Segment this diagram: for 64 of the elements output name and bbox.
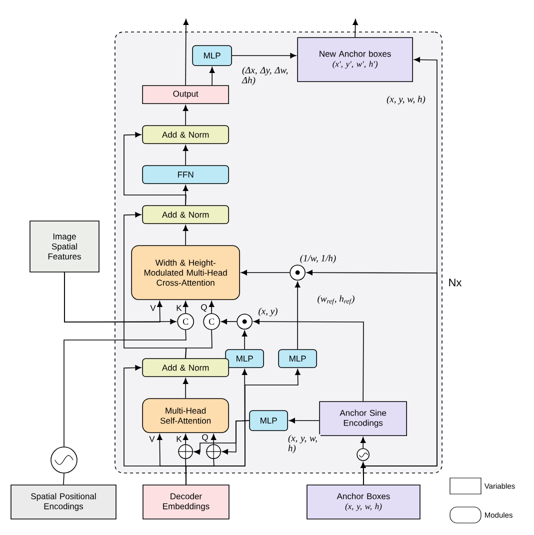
arrow: [182, 105, 188, 126]
edge-label: V: [148, 436, 156, 442]
connector-line: [185, 330, 212, 359]
module-box: MLP: [192, 45, 232, 66]
edge-label: (Δx, Δy, Δw, Δh): [242, 66, 294, 86]
arrow: [182, 185, 188, 206]
sum-circle: [206, 444, 222, 460]
variable-box: Spatial Positional Encodings: [10, 484, 116, 520]
module-box: Width & Height-Modulated Multi-Head Cross-Attention: [131, 245, 240, 300]
variable-box: New Anchor boxes (x′, y′, w′, h′): [297, 37, 413, 82]
variable-box: Anchor Sine Encodings: [319, 401, 407, 436]
arrow: [294, 282, 300, 350]
arrow: [182, 301, 188, 314]
edge-label: (x, y, w, h): [386, 95, 426, 105]
variable-box: Anchor Boxes (x, y, w, h): [306, 484, 420, 520]
arrow: [182, 145, 188, 166]
arrow: [182, 225, 188, 246]
edge-label: (1/w, 1/h): [299, 254, 337, 264]
arrow: [360, 437, 366, 449]
arrow: [242, 330, 248, 350]
variable-box: Image Spatial Features: [30, 220, 100, 272]
variable-box: Decoder Embeddings: [142, 484, 230, 520]
edge-label: Q: [201, 434, 209, 442]
arrow: [64, 272, 176, 324]
edge-label: Q: [200, 304, 208, 312]
arrow: [352, 19, 358, 38]
product-circle: [290, 264, 306, 280]
module-box: FFN: [142, 165, 229, 184]
arrow: [182, 434, 188, 445]
variable-box: Output: [142, 85, 229, 104]
sum-circle: [178, 444, 194, 460]
arrow: [183, 19, 189, 86]
arrow: [289, 418, 320, 424]
arrow: [232, 52, 296, 58]
edge-label: (x, y, w, h): [288, 434, 320, 454]
connector-line: [64, 330, 186, 447]
edge-label: K: [176, 436, 182, 442]
sine-circle: [356, 448, 370, 461]
module-box: Add & Norm: [142, 125, 229, 144]
module-box: MLP: [249, 410, 288, 431]
module-box: Add & Norm: [142, 205, 229, 224]
arrow: [182, 378, 188, 399]
edge-label: (x, y): [258, 307, 278, 317]
arrow: [360, 462, 366, 485]
arrow: [208, 301, 214, 314]
repeat-label: Nx: [449, 278, 462, 286]
module-box: MLP: [278, 349, 317, 368]
product-circle: [236, 314, 252, 330]
edge-label: V: [150, 304, 156, 312]
connector-line: [63, 473, 64, 485]
edge-label: (w$_{ref}$, h$_{ref}$): [316, 294, 356, 306]
arrow: [209, 67, 215, 86]
arrow: [221, 318, 238, 324]
arrow: [222, 420, 250, 454]
arrow: [210, 434, 216, 445]
module-box: Multi-Head Self-Attention: [142, 398, 229, 433]
arrow: [241, 270, 290, 276]
arrow: [186, 369, 300, 485]
arrow: [124, 132, 186, 206]
module-box: Add & Norm: [142, 358, 229, 377]
edge-label: K: [176, 304, 182, 312]
arrow: [254, 318, 364, 402]
sine-circle: [50, 446, 78, 474]
module-box: MLP: [225, 349, 264, 368]
